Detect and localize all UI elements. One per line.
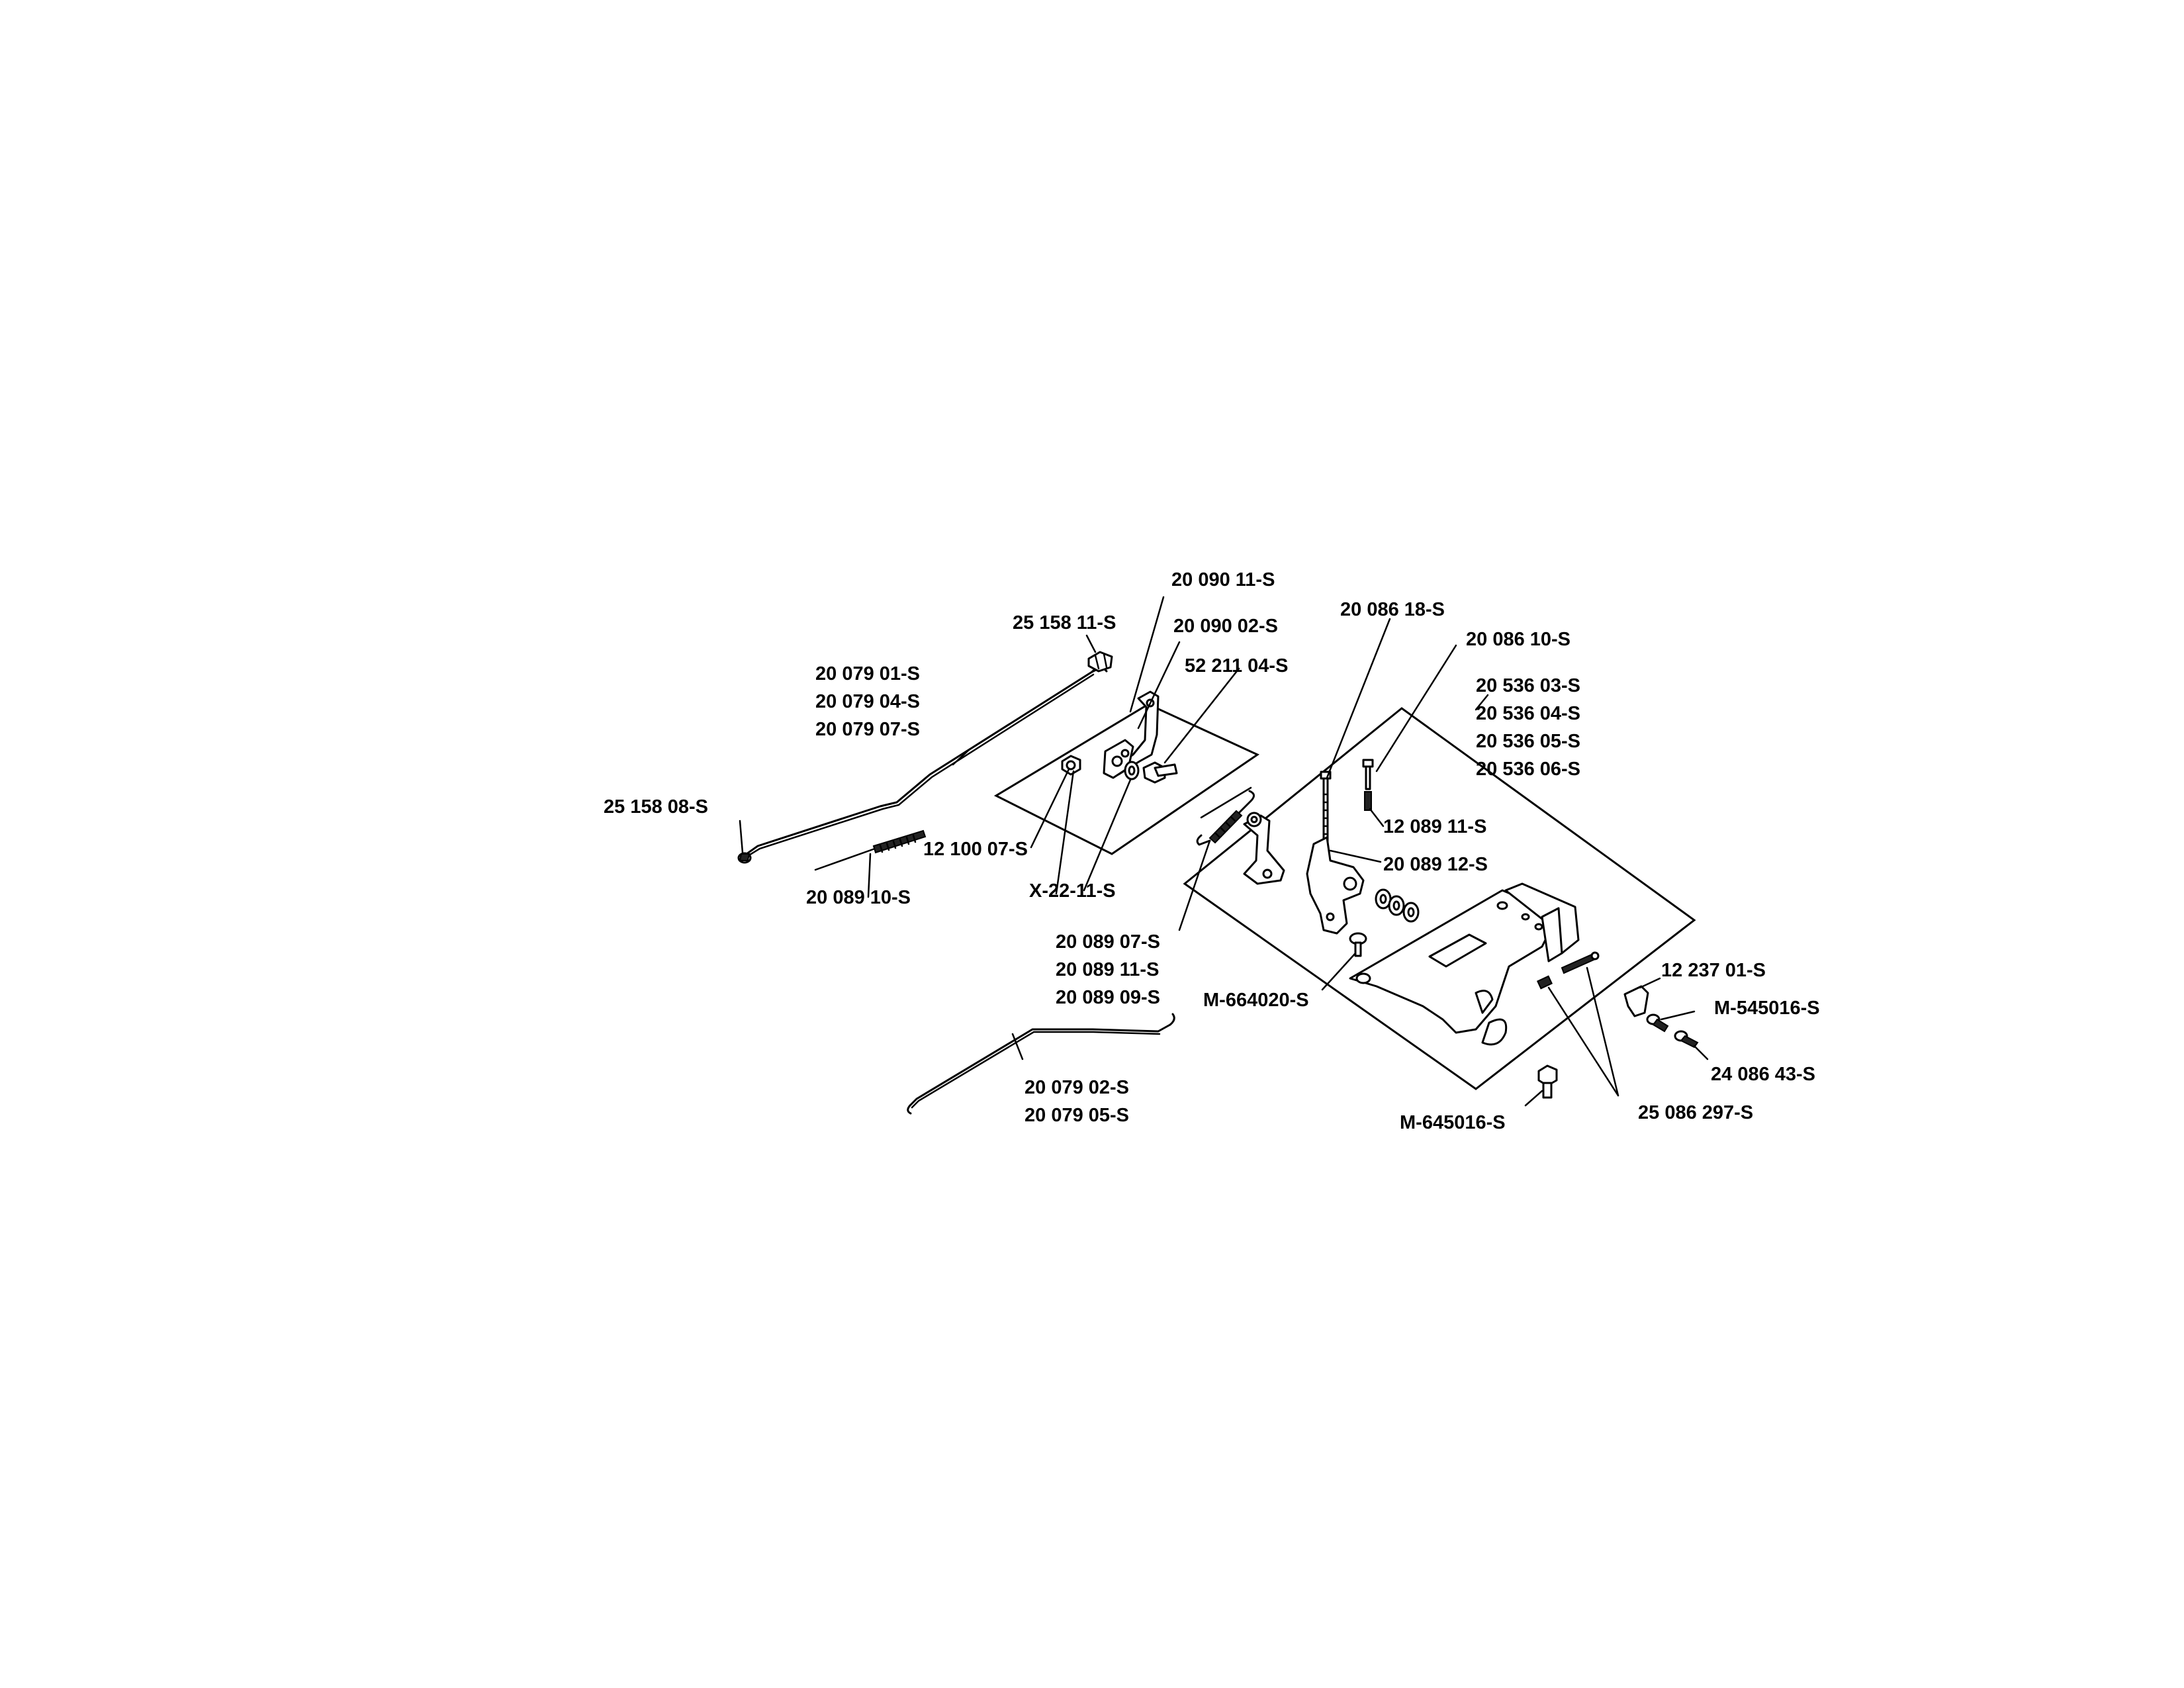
part-labels: 20 090 11-S 25 158 11-S 20 090 02-S 52 2… bbox=[604, 569, 1820, 1133]
label-m-645016: M-645016-S bbox=[1400, 1112, 1506, 1133]
rod-end-cap bbox=[737, 852, 752, 864]
label-20-090-02: 20 090 02-S bbox=[1173, 616, 1278, 637]
label-20-079-05: 20 079 05-S bbox=[1024, 1105, 1129, 1126]
label-20-079-01: 20 079 01-S bbox=[815, 663, 920, 684]
spring-20089-07 bbox=[1196, 790, 1255, 846]
main-assembly-frame bbox=[1183, 707, 1696, 1090]
frame-bracket-line bbox=[1200, 786, 1252, 819]
label-20-090-11: 20 090 11-S bbox=[1171, 569, 1275, 590]
sub-assembly-frame-left bbox=[993, 703, 1260, 855]
label-x-22-11: X-22-11-S bbox=[1029, 880, 1116, 902]
clip-12237-01 bbox=[1623, 985, 1649, 1017]
washer-stack bbox=[1375, 888, 1420, 923]
label-12-100-07: 12 100 07-S bbox=[923, 839, 1028, 860]
screw-m545016 bbox=[1646, 1013, 1669, 1033]
label-12-237-01: 12 237 01-S bbox=[1661, 960, 1766, 981]
rod-clip-upper bbox=[1087, 651, 1113, 673]
spring-20089-10 bbox=[814, 829, 927, 871]
spring-12089-11 bbox=[1364, 791, 1372, 811]
bolt-52211-04 bbox=[1142, 761, 1178, 784]
control-rod-lower bbox=[907, 1013, 1175, 1115]
washer-x2211 bbox=[1124, 761, 1140, 780]
label-20-079-04: 20 079 04-S bbox=[815, 691, 920, 712]
screw-24086-43 bbox=[1674, 1030, 1699, 1049]
throttle-lever bbox=[1243, 812, 1285, 885]
label-20-536-04: 20 536 04-S bbox=[1476, 703, 1580, 724]
label-m-545016: M-545016-S bbox=[1714, 998, 1820, 1019]
label-25-086-297: 25 086 297-S bbox=[1638, 1102, 1753, 1123]
label-20-089-07: 20 089 07-S bbox=[1056, 931, 1160, 953]
label-25-158-08: 25 158 08-S bbox=[604, 796, 708, 818]
springs-25086-297 bbox=[1536, 951, 1600, 990]
label-20-089-12: 20 089 12-S bbox=[1383, 854, 1488, 875]
label-20-536-05: 20 536 05-S bbox=[1476, 731, 1580, 752]
label-24-086-43: 24 086 43-S bbox=[1711, 1064, 1815, 1085]
label-20-089-09: 20 089 09-S bbox=[1056, 987, 1160, 1008]
leader-lines bbox=[739, 596, 1709, 1107]
control-bracket-base bbox=[1349, 882, 1580, 1046]
label-20-079-02: 20 079 02-S bbox=[1024, 1077, 1129, 1098]
label-20-089-10: 20 089 10-S bbox=[806, 887, 911, 908]
label-12-089-11: 12 089 11-S bbox=[1383, 816, 1486, 837]
screw-m664020 bbox=[1349, 932, 1367, 957]
label-52-211-04: 52 211 04-S bbox=[1185, 655, 1288, 677]
label-20-086-10: 20 086 10-S bbox=[1466, 629, 1570, 650]
label-25-158-11: 25 158 11-S bbox=[1013, 612, 1116, 633]
label-20-086-18: 20 086 18-S bbox=[1340, 599, 1445, 620]
nut-12100-07 bbox=[1061, 755, 1081, 776]
label-20-536-03: 20 536 03-S bbox=[1476, 675, 1580, 696]
label-20-079-07: 20 079 07-S bbox=[815, 719, 920, 740]
label-m-664020: M-664020-S bbox=[1203, 990, 1309, 1011]
label-20-089-11: 20 089 11-S bbox=[1056, 959, 1159, 980]
carburetor-lever-plate bbox=[1306, 836, 1365, 935]
bolt-m645016 bbox=[1537, 1064, 1558, 1099]
screw-20086-10 bbox=[1362, 759, 1374, 790]
label-20-536-06: 20 536 06-S bbox=[1476, 759, 1580, 780]
